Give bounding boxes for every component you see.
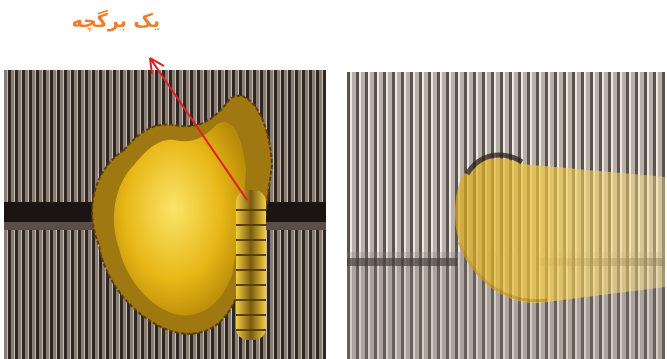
annotation-label: یک برگچه: [40, 10, 160, 32]
chip-side-view-image: [347, 72, 665, 359]
chip-cross-section-image: [4, 70, 326, 359]
